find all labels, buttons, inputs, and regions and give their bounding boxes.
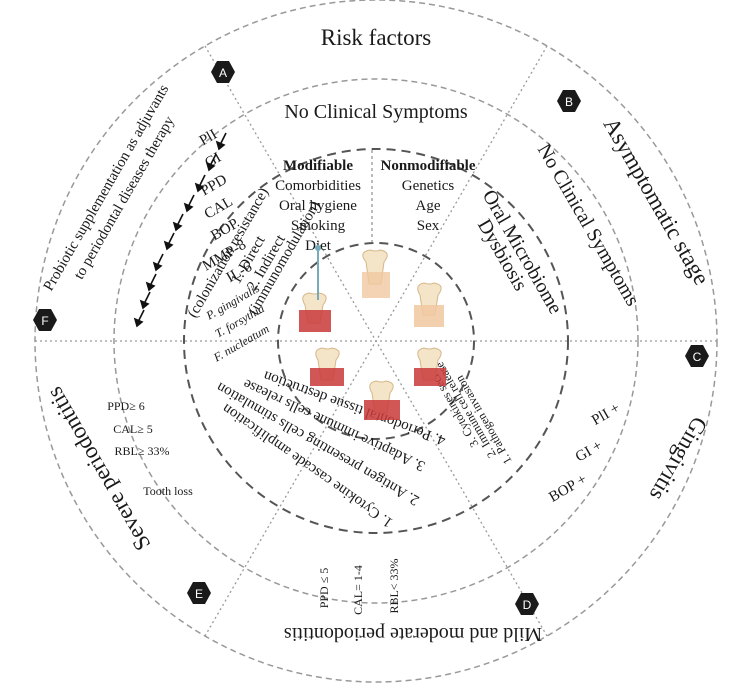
- mild-marker: PPD ≤ 5: [317, 568, 331, 609]
- gingivitis-marker: PlI +: [589, 400, 623, 429]
- no-symptoms-a: No Clinical Symptoms: [284, 101, 468, 123]
- marker-pli: PlI: [197, 127, 220, 150]
- modifiable-item: Smoking: [291, 218, 346, 234]
- severe-marker: CAL≥ 5: [113, 422, 153, 436]
- healthy-tooth-top: [362, 249, 390, 298]
- svg-text:A: A: [219, 66, 227, 80]
- nonmodifiable-item: Genetics: [402, 178, 455, 194]
- nonmodifiable-title: Nonmodifiable: [380, 158, 475, 174]
- sector-dividers: [35, 45, 717, 637]
- svg-text:C: C: [693, 350, 702, 364]
- svg-text:D: D: [523, 598, 532, 612]
- badge-f: F: [33, 309, 57, 331]
- badge-a: A: [211, 61, 235, 83]
- nonmodifiable-item: Sex: [417, 218, 440, 234]
- modifiable-title: Modifiable: [283, 158, 353, 174]
- middle-ring: [113, 78, 639, 604]
- inflamed-tooth-right: [414, 347, 446, 386]
- badge-d: D: [515, 593, 539, 615]
- nonmodifiable-item: Age: [416, 198, 441, 214]
- probiotic-label-1: Probiotic supplementation as adjuvants: [41, 82, 173, 294]
- gingivitis-label: Gingivitis: [645, 413, 713, 505]
- severe-marker: RBL≥ 33%: [115, 444, 170, 458]
- severe-marker: Tooth loss: [143, 484, 193, 498]
- gingivitis-marker: GI +: [573, 438, 605, 466]
- svg-text:B: B: [565, 95, 573, 109]
- mild-marker: CAL= 1-4: [351, 565, 365, 615]
- probe-tooth-left: [299, 245, 331, 332]
- decrease-arrows: [133, 132, 227, 328]
- inflamed-tooth-left: [310, 347, 344, 386]
- badge-b: B: [557, 90, 581, 112]
- severe-tooth-bottom: [364, 380, 400, 420]
- modifiable-item: Oral hygiene: [279, 198, 357, 214]
- svg-text:F: F: [41, 314, 48, 328]
- mild-moderate-label: Mild and moderate periodontitis: [284, 623, 542, 645]
- badge-e: E: [187, 582, 211, 604]
- tooth-right: [414, 282, 444, 327]
- svg-text:E: E: [195, 587, 203, 601]
- severe-marker: PPD≥ 6: [107, 399, 145, 413]
- inner-ring: [183, 148, 569, 534]
- badge-c: C: [685, 345, 709, 367]
- risk-factors-label: Risk factors: [321, 25, 432, 50]
- mild-marker: RBL< 33%: [387, 558, 401, 613]
- modifiable-item: Comorbidities: [275, 178, 361, 194]
- core-ring: [277, 242, 475, 440]
